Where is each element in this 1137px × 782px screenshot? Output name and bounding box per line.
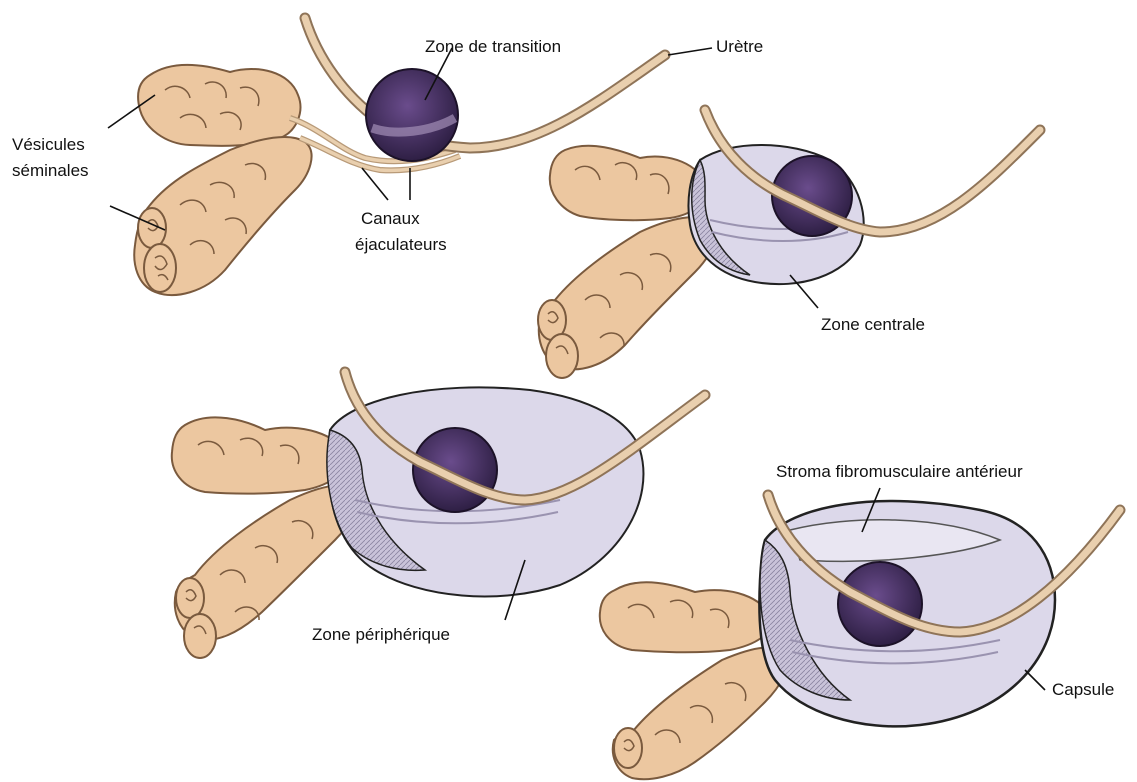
label-capsule: Capsule bbox=[1052, 680, 1114, 699]
label-uretre: Urètre bbox=[716, 37, 763, 56]
label-vesicules-line1: Vésicules bbox=[12, 135, 85, 154]
leader-capsule bbox=[1025, 670, 1045, 690]
stage-2-central-zone bbox=[538, 110, 1040, 378]
stage-4-stroma-capsule bbox=[600, 495, 1120, 779]
label-stroma: Stroma fibromusculaire antérieur bbox=[776, 462, 1023, 481]
label-vesicules-line2: séminales bbox=[12, 161, 89, 180]
label-canaux-line1: Canaux bbox=[361, 209, 420, 228]
label-zone-centrale: Zone centrale bbox=[821, 315, 925, 334]
seminal-vesicle-upper bbox=[138, 65, 300, 146]
label-zone-transition: Zone de transition bbox=[425, 37, 561, 56]
label-zone-peripherique: Zone périphérique bbox=[312, 625, 450, 644]
transition-zone-sphere bbox=[366, 69, 458, 161]
label-canaux-line2: éjaculateurs bbox=[355, 235, 447, 254]
leader-uretre bbox=[668, 48, 712, 55]
